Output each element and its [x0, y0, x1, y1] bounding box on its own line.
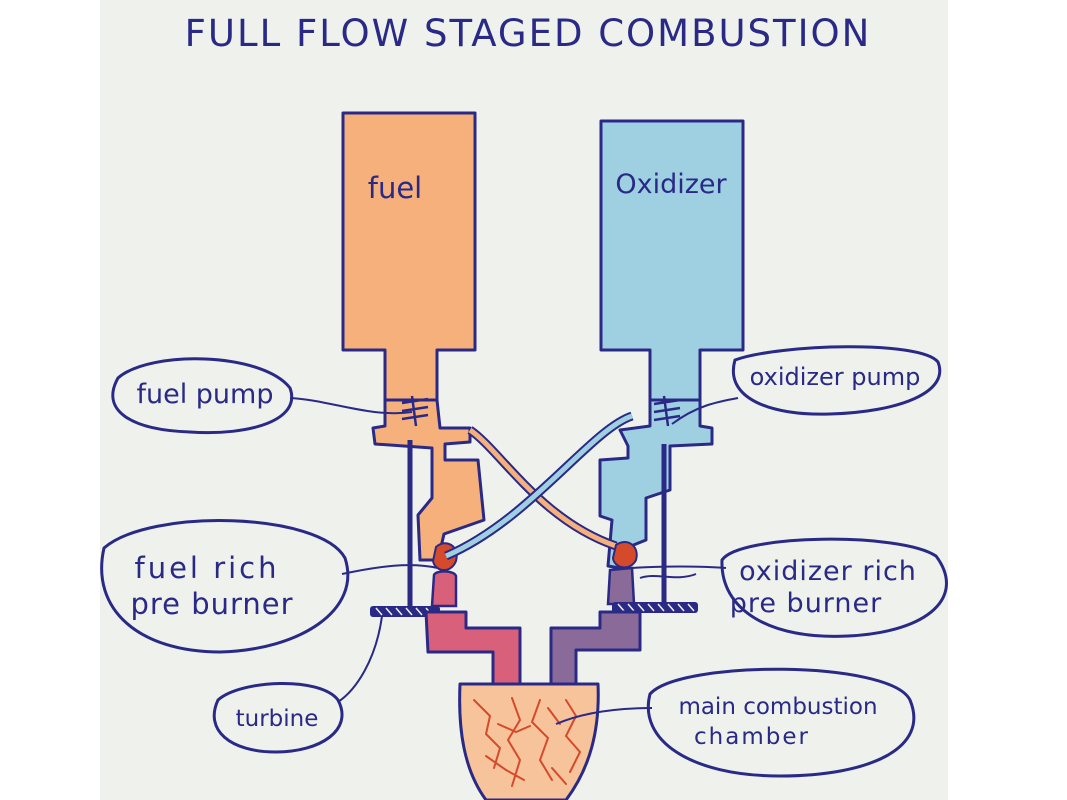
oxidizer-rich-preburner-leader [631, 565, 727, 569]
paper-sheet [100, 0, 948, 800]
fuel-rich-preburner-line1: fuel rich [134, 551, 279, 585]
oxidizer-tank-body [599, 119, 745, 402]
oxidizer-rich-preburner-line1: oxidizer rich [739, 556, 917, 587]
oxidizer-rich-preburner-bubble [720, 537, 948, 638]
chamber-body [458, 682, 600, 800]
main-combustion-chamber [458, 682, 600, 800]
fuel-rich-preburner-bubble [100, 519, 350, 654]
fuel-tank: fuel [341, 111, 477, 402]
fuel-tank-label: fuel [368, 171, 423, 205]
fuel-turbine [370, 606, 440, 617]
fuel-turbine-blades [375, 607, 433, 616]
oxidizer-crossfeed-line [445, 413, 633, 559]
oxidizer-pump-impeller [653, 395, 681, 427]
fuel-tank-body [341, 111, 477, 402]
fuel-crossfeed-line [468, 427, 617, 549]
turbine-bubble [212, 682, 344, 754]
chamber-combustion-flames [473, 697, 582, 787]
fuel-pump [371, 395, 486, 612]
oxidizer-rich-preburner [606, 541, 697, 606]
callout-fuel-pump: fuel pump [111, 357, 413, 435]
oxidizer-pump-bubble [731, 345, 942, 416]
oxidizer-preburner-scribble [639, 573, 697, 579]
oxidizer-rich-preburner-line2: pre burner [730, 588, 883, 619]
main-combustion-chamber-line2: chamber [694, 724, 810, 750]
oxidizer-preburner-flame [611, 541, 638, 569]
callout-turbine: turbine [212, 615, 383, 754]
fuel-rich-preburner-leader [341, 564, 439, 575]
turbine-label: turbine [236, 706, 319, 732]
fuel-pump-housing [371, 398, 486, 562]
oxidizer-pump-label: oxidizer pump [750, 363, 921, 391]
oxidizer-tank-label: Oxidizer [615, 169, 727, 200]
oxidizer-preburner-body [606, 566, 636, 606]
callout-main-combustion-chamber: main combustion chamber [555, 667, 916, 778]
oxidizer-tank: Oxidizer [599, 119, 745, 402]
oxidizer-rich-exhaust-duct [549, 610, 642, 692]
fuel-pump-impeller [401, 395, 429, 427]
turbine-leader [337, 615, 383, 703]
diagram-title: FULL FLOW STAGED COMBUSTION [185, 12, 872, 55]
callout-oxidizer-pump: oxidizer pump [671, 345, 942, 425]
main-combustion-chamber-leader [555, 707, 653, 725]
fuel-rich-exhaust-duct [424, 610, 522, 692]
callout-oxidizer-rich-preburner: oxidizer rich pre burner [631, 537, 948, 638]
fuel-preburner-body [430, 570, 458, 608]
fuel-pump-bubble [111, 357, 294, 435]
oxidizer-pump-leader [671, 397, 739, 425]
fuel-rich-preburner-line2: pre burner [130, 587, 293, 621]
oxidizer-turbine-blades [617, 603, 695, 612]
main-combustion-chamber-bubble [646, 667, 916, 778]
main-combustion-chamber-line1: main combustion [678, 694, 877, 720]
fuel-pump-label: fuel pump [136, 379, 273, 410]
oxidizer-turbine [612, 602, 698, 613]
callout-fuel-rich-preburner: fuel rich pre burner [100, 519, 439, 654]
fuel-pump-leader [289, 397, 413, 415]
